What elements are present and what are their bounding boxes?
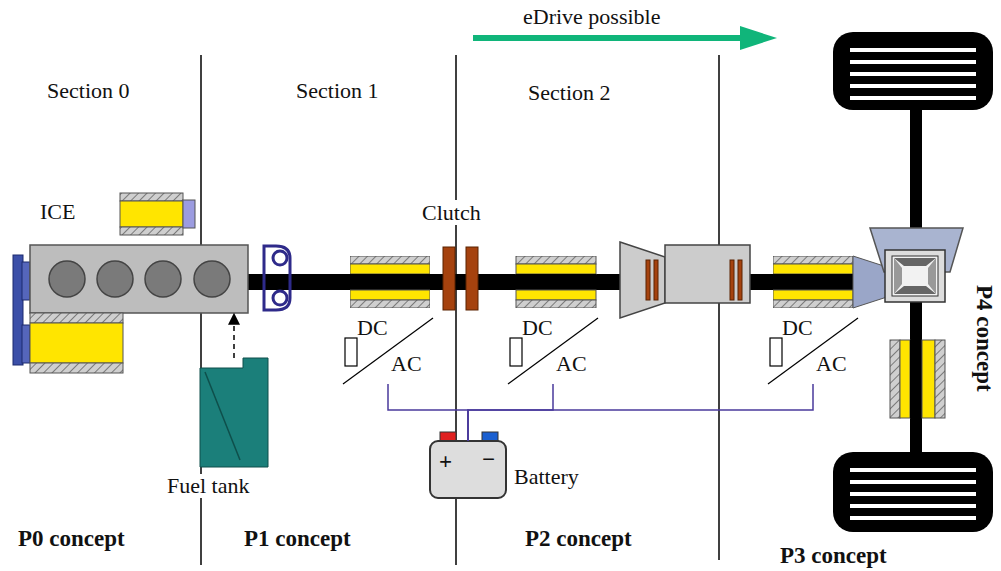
fuel-line	[233, 314, 235, 358]
power-wire	[468, 384, 553, 441]
text-label: eDrive possible	[523, 4, 660, 29]
starter-motor	[120, 193, 195, 235]
fuel-tank-node: Fuel tank	[200, 358, 268, 468]
text-label: Clutch	[420, 200, 483, 225]
node-text: DC	[357, 316, 388, 340]
node-text: DC	[522, 316, 553, 340]
wheel	[833, 452, 993, 532]
text-label: Section 1	[296, 78, 379, 103]
wheel	[833, 32, 993, 110]
engine-node: ICE	[30, 245, 248, 313]
node-text: DC	[782, 316, 813, 340]
text-label: P0 concept	[18, 526, 125, 552]
inverter-node: DCAC	[343, 318, 433, 384]
node-text: AC	[391, 352, 422, 376]
flex-coupling	[264, 246, 290, 310]
node-text: ICE	[38, 200, 77, 224]
differential	[870, 228, 963, 302]
text-label: P3 concept	[780, 543, 887, 569]
power-wire	[468, 384, 813, 441]
p2-motor	[516, 256, 596, 308]
p1-motor	[350, 256, 430, 308]
node-text: Fuel tank	[165, 474, 252, 498]
clutch	[443, 247, 478, 310]
inverter-node: DCAC	[508, 318, 598, 384]
node-text: Battery	[514, 465, 579, 489]
inverter-symbol	[343, 318, 858, 384]
inverter-node: DCAC	[768, 318, 858, 384]
p4-motor	[890, 340, 945, 418]
node-text: AC	[556, 352, 587, 376]
text-label: −	[482, 447, 495, 473]
p0-motor	[30, 313, 123, 373]
text-label: Section 2	[528, 80, 611, 105]
fuel-tank	[200, 358, 268, 467]
node-text: AC	[816, 352, 847, 376]
text-label: +	[439, 449, 452, 475]
gearbox	[620, 242, 750, 318]
text-label: Section 0	[47, 78, 130, 103]
power-wire	[388, 384, 468, 441]
battery	[430, 432, 506, 498]
text-label: P4 concept	[971, 285, 997, 392]
p3-motor	[773, 256, 853, 308]
text-label: P1 concept	[244, 526, 351, 552]
text-label: P2 concept	[525, 526, 632, 552]
engine	[13, 245, 248, 365]
edrive-arrow	[473, 26, 777, 50]
section-divider	[201, 55, 719, 565]
